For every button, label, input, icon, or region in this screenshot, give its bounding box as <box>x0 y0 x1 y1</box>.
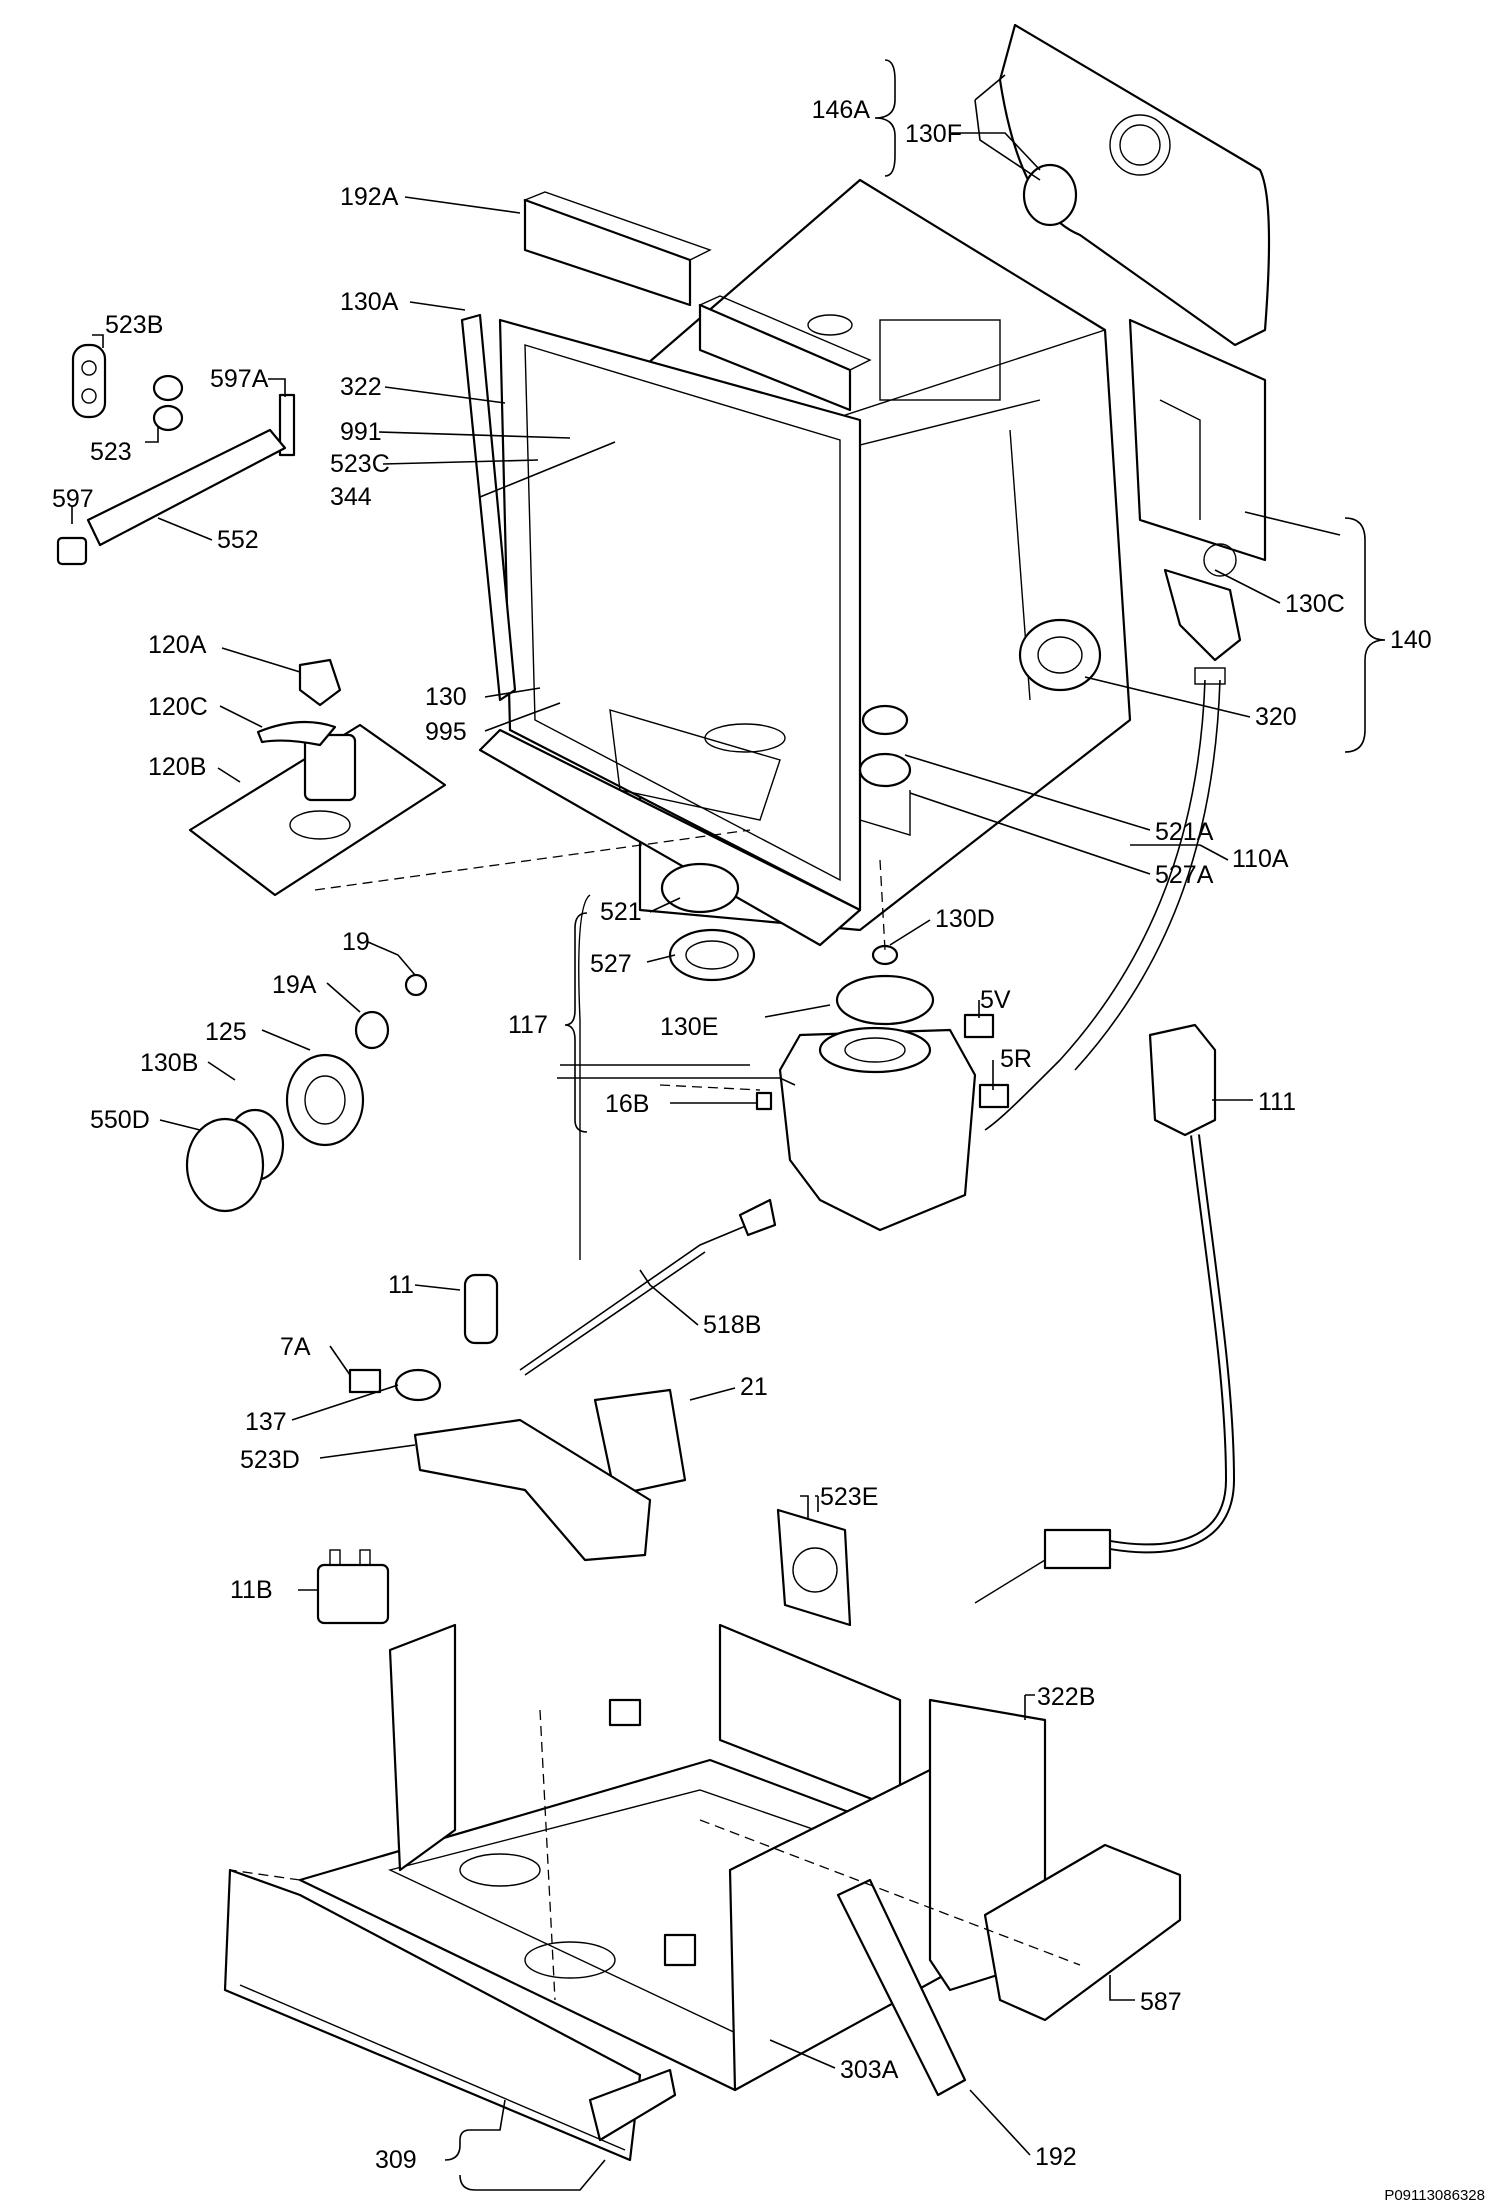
label-523c: 523C <box>330 450 390 478</box>
label-130a: 130A <box>340 288 399 316</box>
leader-lines <box>71 59 1386 2191</box>
drain-hose-111 <box>974 1023 1236 1604</box>
label-523d: 523D <box>240 1446 300 1474</box>
hinge-parts <box>56 343 296 566</box>
label-550d: 550D <box>90 1106 150 1134</box>
label-130c: 130C <box>1285 590 1345 618</box>
ring-130f <box>1022 163 1078 227</box>
pump-bracket <box>578 894 591 1260</box>
label-110a: 110A <box>1232 845 1289 873</box>
relay-11b <box>316 1549 390 1625</box>
inlet-320 <box>1018 618 1102 692</box>
label-991: 991 <box>340 418 382 446</box>
label-192a: 192A <box>340 183 399 211</box>
label-120b: 120B <box>148 753 206 781</box>
alignment-lines <box>229 829 1081 2001</box>
label-19: 19 <box>342 928 370 956</box>
label-523: 523 <box>90 438 132 466</box>
label-192: 192 <box>1035 2143 1077 2171</box>
valve-5v <box>963 1013 995 1039</box>
pump-117 <box>660 862 977 1232</box>
cap-assembly-550d <box>185 973 428 1213</box>
label-597a: 597A <box>210 365 269 393</box>
label-120c: 120C <box>148 693 208 721</box>
label-130f: 130F <box>905 120 962 148</box>
label-322: 322 <box>340 373 382 401</box>
label-137: 137 <box>245 1408 287 1436</box>
label-130b: 130B <box>140 1049 198 1077</box>
label-5r: 5R <box>1000 1045 1032 1073</box>
label-523b: 523B <box>105 311 163 339</box>
part-labels: 146A 130F 192A 130A 523B 597A 322 991 52… <box>52 96 1432 2174</box>
label-7a: 7A <box>280 1333 311 1361</box>
label-16b: 16B <box>605 1090 649 1118</box>
label-320: 320 <box>1255 703 1297 731</box>
electrical-parts <box>348 1198 777 1562</box>
label-11b: 11B <box>230 1576 273 1604</box>
insulation-blocks-192a <box>523 191 872 412</box>
label-21: 21 <box>740 1373 768 1401</box>
label-587: 587 <box>1140 1988 1182 2016</box>
label-303a: 303A <box>840 2056 899 2084</box>
kick-plate-309 <box>223 1868 677 2162</box>
label-19a: 19A <box>272 971 317 999</box>
valve-5r <box>978 1083 1010 1109</box>
label-322b: 322B <box>1037 1683 1095 1711</box>
label-130: 130 <box>425 683 467 711</box>
dispenser-521a <box>858 704 912 836</box>
label-995: 995 <box>425 718 467 746</box>
door-seal-130a <box>460 313 517 702</box>
label-521a: 521A <box>1155 818 1214 846</box>
label-309: 309 <box>375 2146 417 2174</box>
drawing-id: P09113086328 <box>1384 2187 1485 2204</box>
label-521: 521 <box>600 898 642 926</box>
label-130d: 130D <box>935 905 995 933</box>
bracket-523e <box>776 1508 852 1627</box>
foam-block-587 <box>983 1843 1182 2022</box>
label-597: 597 <box>52 485 94 513</box>
label-146a: 146A <box>812 96 871 124</box>
assembly-140 <box>1128 318 1267 662</box>
label-527a: 527A <box>1155 861 1214 889</box>
label-344: 344 <box>330 483 372 511</box>
label-527: 527 <box>590 950 632 978</box>
filter-assembly-120 <box>188 658 447 897</box>
label-130e: 130E <box>660 1013 718 1041</box>
insulation-strip-192 <box>836 1878 967 2097</box>
label-140: 140 <box>1390 626 1432 654</box>
label-518b: 518B <box>703 1311 761 1339</box>
clip-16b <box>755 1091 773 1111</box>
door-frame <box>478 318 862 947</box>
label-125: 125 <box>205 1018 247 1046</box>
label-117: 117 <box>508 1011 548 1039</box>
label-11: 11 <box>388 1271 414 1299</box>
label-120a: 120A <box>148 631 207 659</box>
label-523e: 523E <box>820 1483 878 1511</box>
label-5v: 5V <box>980 986 1011 1014</box>
hose-110a <box>984 667 1226 1131</box>
label-111: 111 <box>1258 1088 1296 1116</box>
label-552: 552 <box>217 526 259 554</box>
